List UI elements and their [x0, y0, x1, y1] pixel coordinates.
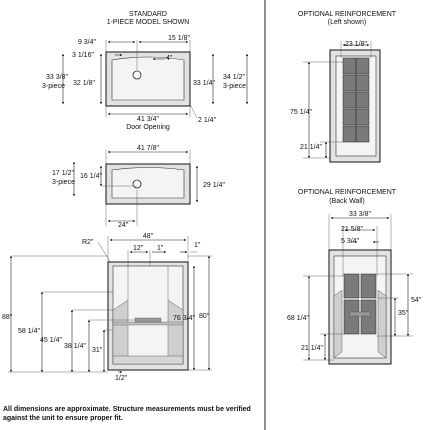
dim-2-14: 2 1/4" [198, 117, 217, 124]
dim-80: 80" [199, 313, 210, 320]
dim-34-12: 34 1/2" [223, 74, 245, 81]
dim-1b: 1" [194, 242, 201, 249]
reinf-back-dim-21-14: 21 1/4" [301, 345, 323, 352]
dim-24: 24" [118, 222, 129, 229]
door-opening-label: Door Opening [126, 124, 170, 131]
dim-88: 88" [2, 314, 13, 321]
label-3piece-left: 3-piece [42, 83, 65, 90]
dim-32-18: 32 1/8" [73, 80, 95, 87]
dim-3-116: 3 1/16" [72, 52, 94, 59]
footnote: All dimensions are approximate. Structur… [3, 406, 251, 422]
left-subtitle: 1-PIECE MODEL SHOWN [107, 19, 190, 26]
dim-45-14: 45 1/4" [40, 337, 62, 344]
reinf1-title: OPTIONAL REINFORCEMENT [298, 11, 397, 18]
reinf2-title: OPTIONAL REINFORCEMENT [298, 189, 397, 196]
base-plan-view: 41 7/8" 17 1/2" 3-piece 16 1/4" 29 1/4" … [52, 145, 225, 229]
reinf-left-dim-75-14: 75 1/4" [290, 109, 312, 116]
dim-58-14: 58 1/4" [18, 328, 40, 335]
reinforcement-left-view: 23 1/8" 75 1/4" 21 1/4" [290, 41, 381, 163]
dim-15-18: 15 1/8" [168, 35, 190, 42]
dim-33-38: 33 3/8" [46, 74, 68, 81]
dim-29-14: 29 1/4" [203, 182, 225, 189]
base-drain-icon [132, 179, 142, 189]
dim-17-12: 17 1/2" [52, 170, 74, 177]
front-shelf [134, 317, 162, 323]
dim-33-14: 33 1/4" [193, 80, 215, 87]
dim-12: 12" [133, 245, 144, 252]
radius-r2: R2" [82, 239, 94, 246]
reinf-left-dim-23-18: 23 1/8" [345, 41, 367, 48]
reinf1-subtitle: (Left shown) [328, 19, 367, 26]
reinforcement-back-view: 33 3/8" 21 5/8" 5 3/4" 54" 35" 68 1/4" 2… [287, 211, 422, 365]
label-3piece-right: 3-piece [223, 83, 246, 90]
top-plan-view: 9 3/4" 15 1/8" 3 1/16" 4" 33 3/8" 3-piec… [42, 35, 249, 131]
reinf2-subtitle: (Back Wall) [329, 198, 365, 205]
reinf-back-shelf [349, 311, 371, 317]
dim-half: 1/2" [115, 375, 128, 382]
reinf-back-panels [343, 273, 377, 335]
reinf-back-dim-68-14: 68 1/4" [287, 315, 309, 322]
dim-9-34: 9 3/4" [78, 39, 97, 46]
top-drain-icon [132, 70, 142, 80]
reinf-left-dim-21-14: 21 1/4" [300, 144, 322, 151]
reinf-back-dim-21-58: 21 5/8" [341, 226, 363, 233]
dim-31: 31" [92, 347, 103, 354]
reinf-back-dim-35: 35" [398, 310, 409, 317]
dim-1a: 1" [157, 245, 164, 252]
dim-16-14: 16 1/4" [80, 173, 102, 180]
dim-76-34: 76 3/4" [173, 315, 195, 322]
reinf-back-dim-33-38: 33 3/8" [349, 211, 371, 218]
reinf-back-dim-5-34: 5 3/4" [341, 238, 360, 245]
left-title: STANDARD [129, 11, 167, 18]
dim-41-34: 41 3/4" [137, 116, 159, 123]
dim-41-78: 41 7/8" [137, 145, 159, 152]
front-elevation-view: R2" 48" 12" 1" 1" 88" 58 1/4" 45 1/4" 38… [2, 233, 212, 382]
dim-4: 4" [166, 55, 173, 62]
dim-38-14: 38 1/4" [64, 343, 86, 350]
dim-48: 48" [143, 233, 154, 240]
reinf-back-dim-54: 54" [411, 297, 422, 304]
label-3piece-mid: 3-piece [52, 179, 75, 186]
reinf-left-panels [342, 57, 370, 143]
